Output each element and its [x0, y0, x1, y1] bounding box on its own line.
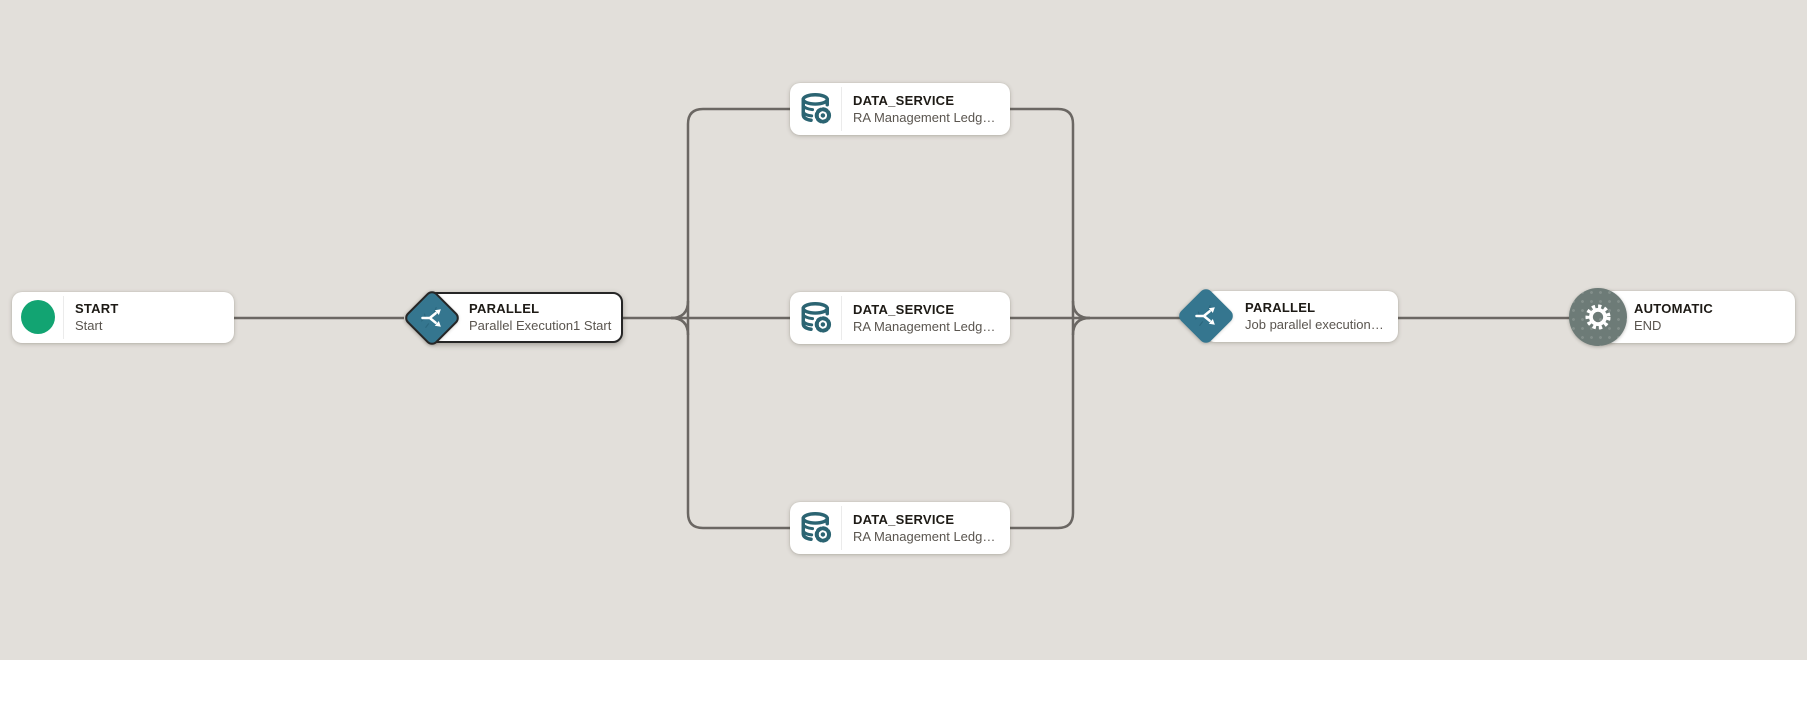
- node-title: PARALLEL: [1245, 300, 1316, 315]
- node-start[interactable]: START Start: [12, 292, 234, 343]
- node-subtitle: RA Management Ledg…: [853, 318, 996, 334]
- database-gear-icon: [801, 302, 831, 333]
- connector-edges: [234, 107, 1572, 530]
- data-service-icon-area: [790, 83, 841, 135]
- divider: [841, 296, 842, 340]
- divider: [841, 506, 842, 550]
- edge-merge-top-branch: [1010, 107, 1075, 125]
- node-title: DATA_SERVICE: [853, 511, 955, 527]
- node-subtitle: END: [1634, 317, 1662, 333]
- node-data-service-2[interactable]: DATA_SERVICE RA Management Ledg…: [790, 292, 1010, 344]
- node-parallel-join[interactable]: PARALLEL Job parallel execution…: [1176, 286, 1398, 346]
- edge-merge-fillet-down: [1071, 316, 1091, 336]
- start-circle-icon: [21, 300, 55, 334]
- database-gear-icon: [801, 93, 831, 124]
- edge-split-bottom-branch: [686, 512, 790, 530]
- data-service-icon-area: [790, 292, 841, 344]
- start-icon-area: [12, 292, 63, 343]
- data-service-icon-area: [790, 502, 841, 554]
- node-data-service-3[interactable]: DATA_SERVICE RA Management Ledg…: [790, 502, 1010, 554]
- edge-split-fillet-down: [670, 316, 690, 336]
- node-data-service-1[interactable]: DATA_SERVICE RA Management Ledg…: [790, 83, 1010, 135]
- edge-split-fillet-up: [670, 300, 690, 320]
- divider: [841, 87, 842, 131]
- edge-merge-bottom-branch: [1010, 512, 1075, 530]
- node-subtitle: Parallel Execution1 Start: [469, 318, 612, 333]
- node-automatic-end[interactable]: AUTOMATIC END: [1569, 288, 1795, 346]
- workflow-canvas[interactable]: START Start PARALLEL Parallel Execution1…: [0, 0, 1807, 660]
- node-title: DATA_SERVICE: [853, 92, 955, 108]
- node-parallel-split[interactable]: PARALLEL Parallel Execution1 Start: [402, 288, 623, 348]
- edge-split-top-branch: [686, 107, 790, 125]
- parallel-split-icon: [1176, 286, 1236, 346]
- node-title: DATA_SERVICE: [853, 301, 955, 317]
- parallel-split-icon: [402, 288, 462, 348]
- node-title: START: [75, 301, 119, 316]
- node-subtitle: RA Management Ledg…: [853, 109, 996, 125]
- bottom-whitespace: [0, 660, 1807, 720]
- divider: [63, 296, 64, 339]
- node-subtitle: Start: [75, 318, 103, 333]
- node-title: AUTOMATIC: [1634, 300, 1714, 316]
- database-gear-icon: [801, 512, 831, 543]
- edge-merge-fillet-up: [1071, 300, 1091, 320]
- gear-icon: [1569, 288, 1627, 346]
- node-title: PARALLEL: [469, 301, 540, 316]
- node-subtitle: RA Management Ledg…: [853, 528, 996, 544]
- node-subtitle: Job parallel execution…: [1245, 317, 1384, 332]
